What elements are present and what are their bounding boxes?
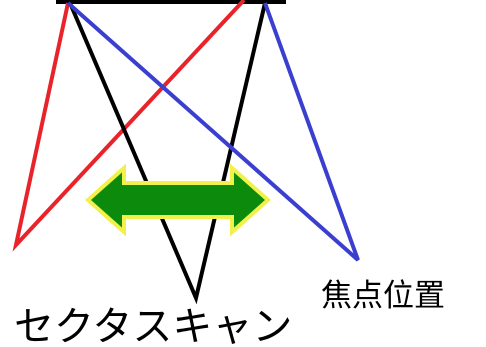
focal-position-label: 焦点位置 <box>321 278 445 314</box>
black-beam-path <box>68 2 267 305</box>
red-beam-path <box>12 0 246 252</box>
sector-scan-label: セクタスキャン <box>14 304 292 347</box>
transducer-bar <box>56 0 286 4</box>
double-headed-arrow-icon <box>84 163 272 237</box>
blue-beam-path <box>66 1 360 262</box>
